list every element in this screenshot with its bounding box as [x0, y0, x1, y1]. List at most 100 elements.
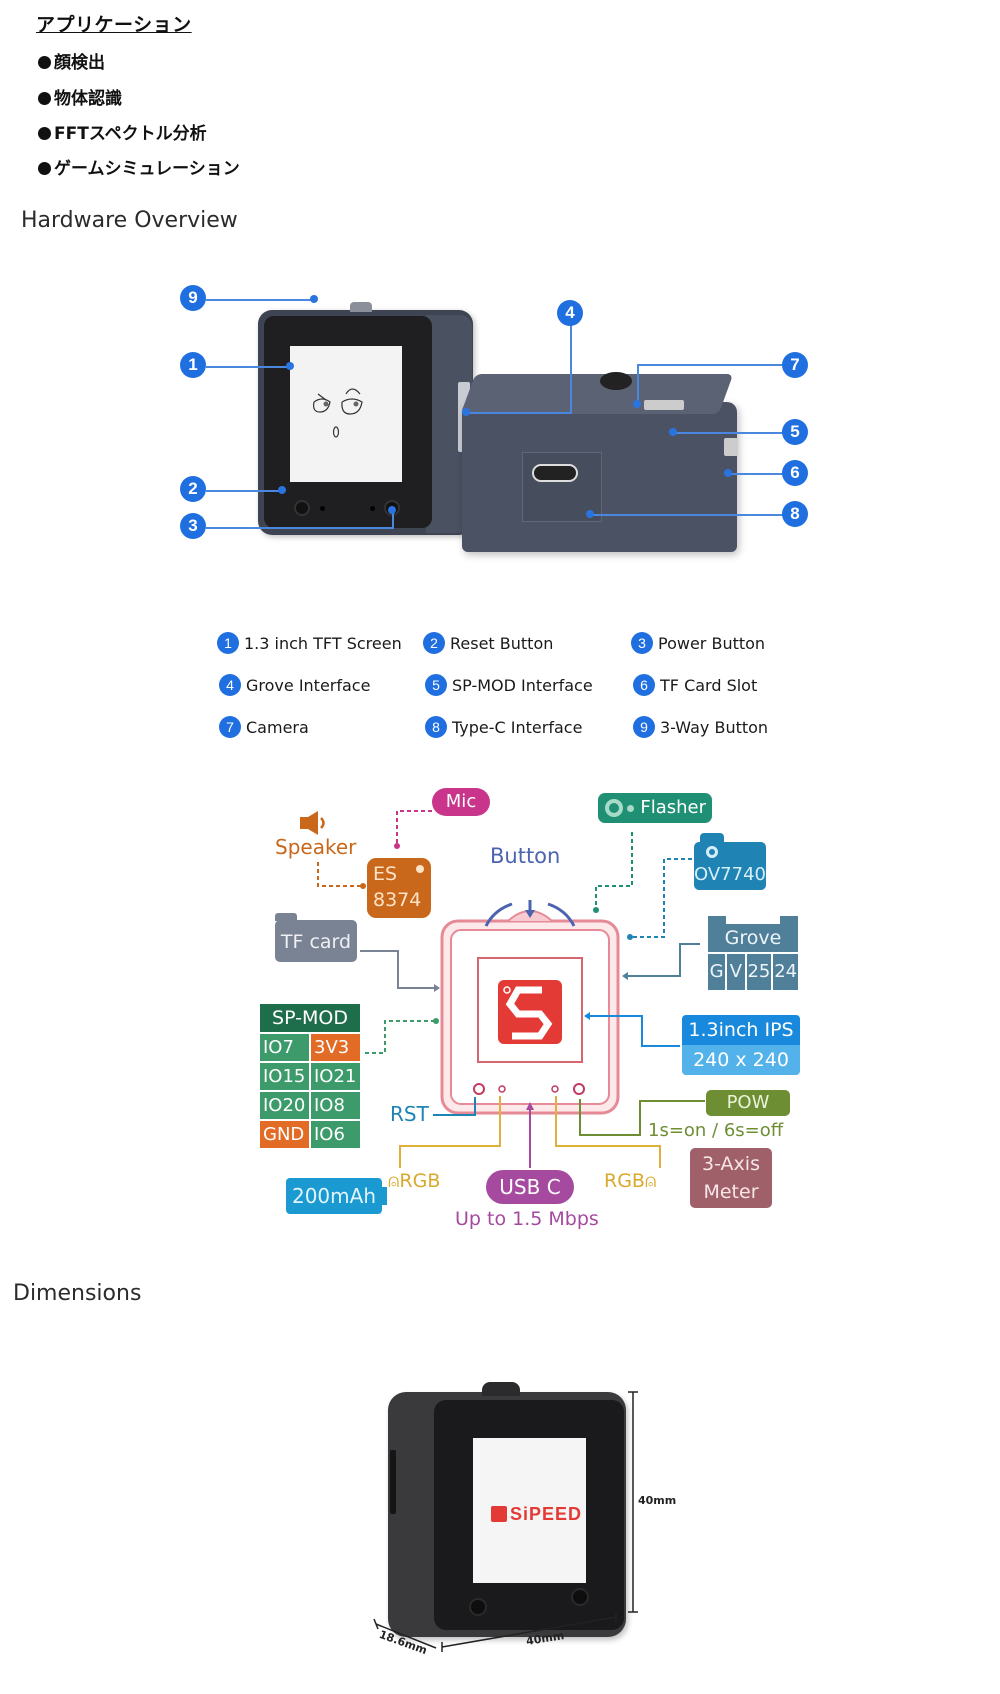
alarm-light-icon: ⍝: [644, 1170, 657, 1192]
grove-title: Grove: [708, 924, 798, 952]
hardware-overview-image: 9 1 2 3 4 7 5 6 8: [150, 270, 850, 590]
grove-pin: 24: [773, 954, 798, 990]
tft-screen: [290, 346, 402, 482]
legend-label: Grove Interface: [246, 675, 371, 695]
sp-mod-pin: IO20: [258, 1090, 311, 1121]
flasher-label: Flasher: [598, 793, 712, 823]
codec-chip: ES 8374: [367, 858, 431, 918]
sp-mod-pin: IO21: [309, 1061, 362, 1092]
diagram-connectors: [259, 810, 705, 1205]
legend-label: TF Card Slot: [660, 675, 758, 695]
alarm-light-icon: ⍝: [388, 1170, 400, 1192]
pow-label: POW: [706, 1090, 790, 1116]
height-label: 40mm: [638, 1494, 677, 1507]
legend-badge: 2: [423, 632, 445, 654]
button-label: Button: [490, 844, 561, 868]
display-spec: 1.3inch IPS 240 x 240: [682, 1015, 800, 1075]
chip-dot: [416, 865, 424, 873]
rgb-led-left: ⍝RGB: [388, 1170, 440, 1192]
rst-label: RST: [390, 1102, 429, 1126]
brand-logo: SiPEED: [491, 1504, 582, 1525]
button-left: [471, 1600, 485, 1614]
hardware-overview-title: Hardware Overview: [21, 208, 238, 233]
sp-mod-pin: IO15: [258, 1061, 311, 1092]
rgb-right-text: RGB: [604, 1170, 645, 1192]
codec-chip-line1: ES: [373, 863, 398, 885]
bullet-icon: [38, 162, 51, 175]
callout-badge-9: 9: [180, 285, 206, 311]
pow-note: 1s=on / 6s=off: [648, 1120, 784, 1141]
rgb-led-right: RGB⍝: [604, 1170, 656, 1192]
led-hole: [320, 506, 325, 511]
device-front: [258, 302, 473, 535]
grove-connector: Grove G V 25 24: [708, 916, 798, 992]
reset-button: [296, 502, 308, 514]
display-size: 1.3inch IPS: [682, 1015, 800, 1045]
brand-logo-icon: [491, 1506, 507, 1522]
application-item: ゲームシミュレーション: [38, 154, 240, 179]
legend-badge: 5: [425, 674, 447, 696]
sp-mod-pin: IO6: [309, 1119, 362, 1150]
application-item-label: FFTスペクトル分析: [54, 124, 207, 144]
sp-mod-connector: [644, 400, 684, 410]
legend-label: Type-C Interface: [452, 717, 583, 737]
top-knob: [482, 1382, 520, 1396]
camera-hump: [700, 833, 724, 843]
tf-slot: [390, 1450, 396, 1514]
grove-pins: G V 25 24: [708, 954, 798, 990]
grove-pin: V: [727, 954, 745, 990]
sp-mod-pin: GND: [258, 1119, 311, 1150]
flasher-text: Flasher: [640, 797, 706, 818]
sp-mod-pin: IO8: [309, 1090, 362, 1121]
battery: 200mAh: [286, 1178, 382, 1214]
grove-pin: 25: [746, 954, 772, 990]
legend-label: Camera: [246, 717, 309, 737]
legend-badge: 1: [217, 632, 239, 654]
camera-model-text: OV7740: [694, 864, 766, 885]
flasher-ring-icon: [605, 799, 623, 817]
callout-badge-5: 5: [782, 419, 808, 445]
tf-card: TF card: [275, 913, 357, 962]
dimensions-image: SiPEED 40mm 40mm 18.6mm: [360, 1360, 680, 1694]
legend-badge: 9: [633, 716, 655, 738]
bullet-icon: [38, 92, 51, 105]
bullet-icon: [38, 127, 51, 140]
rgb-left-text: RGB: [399, 1170, 441, 1192]
application-item: 顔検出: [38, 48, 105, 73]
legend-badge: 6: [633, 674, 655, 696]
camera-lens-icon: [706, 846, 718, 858]
callout-badge-8: 8: [782, 501, 808, 527]
brand-name: SiPEED: [510, 1504, 583, 1524]
top-button-knob: [350, 302, 372, 312]
grove-pin: G: [708, 954, 726, 990]
dimensions-title: Dimensions: [13, 1281, 142, 1306]
legend-badge: 3: [631, 632, 653, 654]
application-item: FFTスペクトル分析: [38, 119, 207, 144]
tf-card-notch: [275, 913, 297, 921]
camera-module: OV7740: [694, 833, 766, 890]
led-hole: [370, 506, 375, 511]
camera-lens: [600, 372, 632, 390]
display-resolution: 240 x 240: [682, 1045, 800, 1075]
bullet-icon: [38, 56, 51, 69]
face-drawing: [313, 388, 363, 438]
callout-badge-1: 1: [180, 352, 206, 378]
callout-badge-2: 2: [180, 476, 206, 502]
legend-badge: 4: [219, 674, 241, 696]
application-item-label: 顔検出: [54, 53, 105, 73]
applications-title: アプリケーション: [36, 14, 192, 36]
tf-slot: [724, 438, 738, 456]
sp-mod-pin: 3V3: [309, 1032, 362, 1063]
application-item: 物体認識: [38, 84, 122, 109]
usb-c-label: USB C: [486, 1170, 574, 1204]
legend-label: SP-MOD Interface: [452, 675, 593, 695]
legend-label: 3-Way Button: [660, 717, 769, 737]
tf-card-text: TF card: [280, 931, 352, 953]
